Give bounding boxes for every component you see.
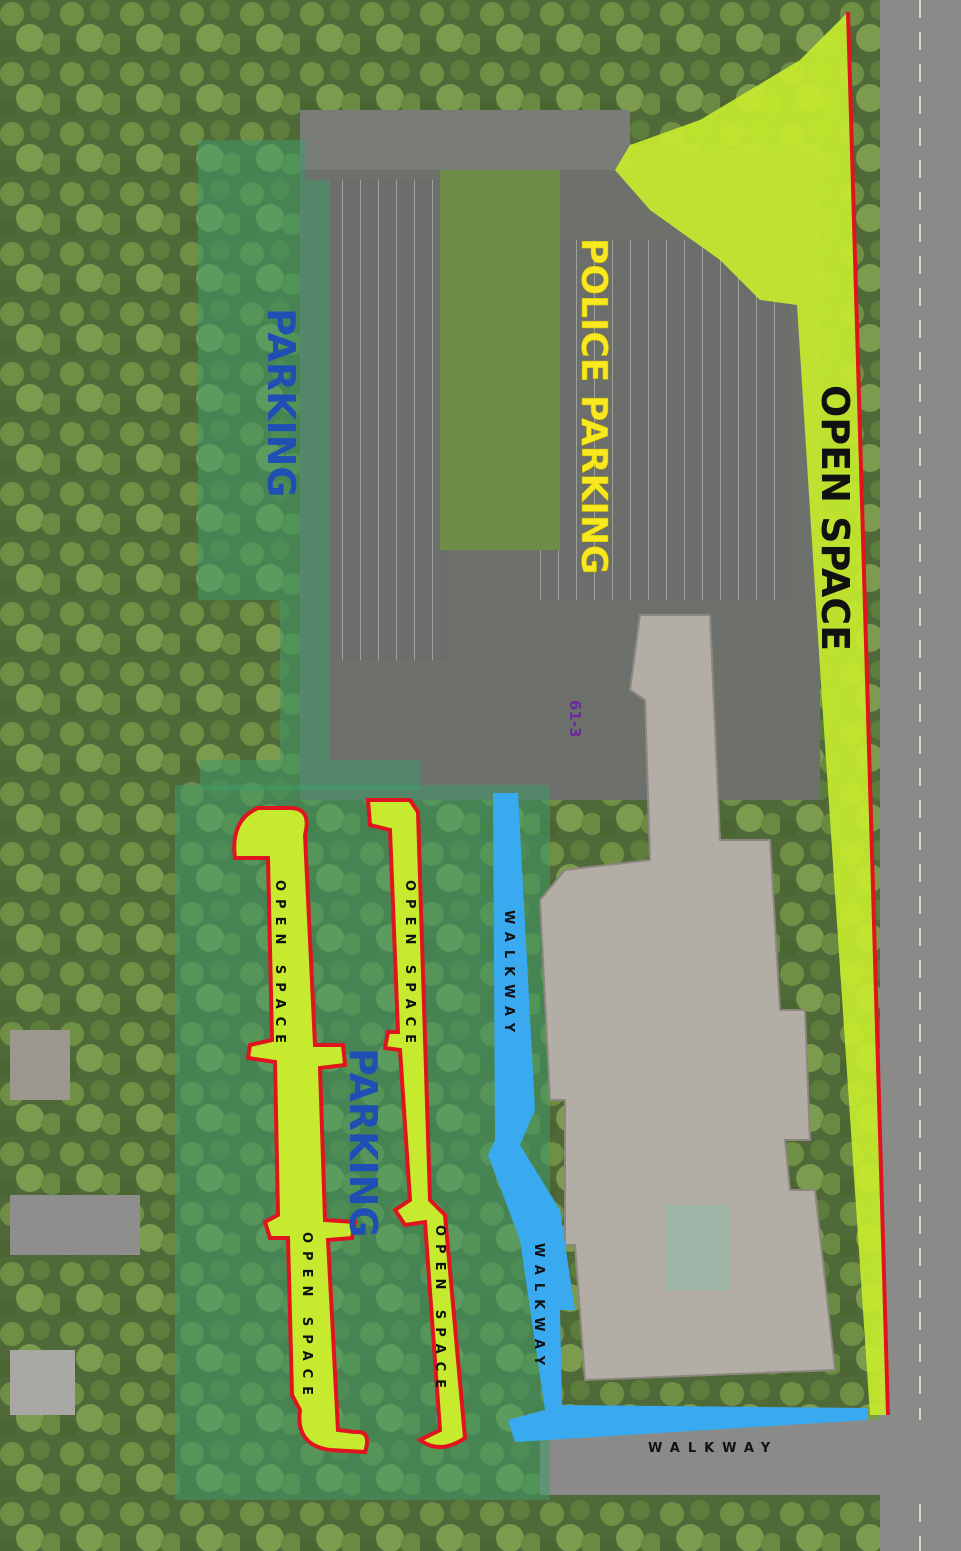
lot-number-label: 61-3 <box>566 700 584 738</box>
police-parking-label: POLICE PARKING <box>573 238 614 575</box>
stall-rows-police <box>540 240 790 600</box>
residence-2 <box>10 1195 140 1255</box>
open-space-label-a: OPEN SPACE <box>272 880 287 1051</box>
open-space-label-east: OPEN SPACE <box>813 385 857 651</box>
open-space-island-east <box>365 798 468 1449</box>
open-space-label-c: OPEN SPACE <box>299 1232 314 1403</box>
parking-area-north <box>198 140 480 790</box>
parking-area-south <box>175 785 550 1500</box>
residence-1 <box>10 1030 70 1100</box>
walkway-label-2: WALKWAY <box>531 1243 546 1373</box>
grass-median <box>440 170 560 550</box>
access-road <box>300 110 630 170</box>
stall-rows-north <box>330 180 450 660</box>
open-space-label-d: OPEN SPACE <box>432 1225 447 1396</box>
building-roof-section <box>665 1205 730 1290</box>
open-space-island-west <box>232 806 369 1455</box>
parking-label-north: PARKING <box>259 308 303 498</box>
walkway-label-1: WALKWAY <box>501 910 516 1040</box>
open-space-east-shape <box>615 12 890 1415</box>
parking-label-south: PARKING <box>341 1048 385 1238</box>
walkway-label-3: WALKWAY <box>648 1441 778 1456</box>
building-roof <box>538 614 837 1382</box>
open-space-east-border <box>846 11 890 1416</box>
open-space-label-b: OPEN SPACE <box>402 880 417 1051</box>
residence-3 <box>10 1350 75 1415</box>
